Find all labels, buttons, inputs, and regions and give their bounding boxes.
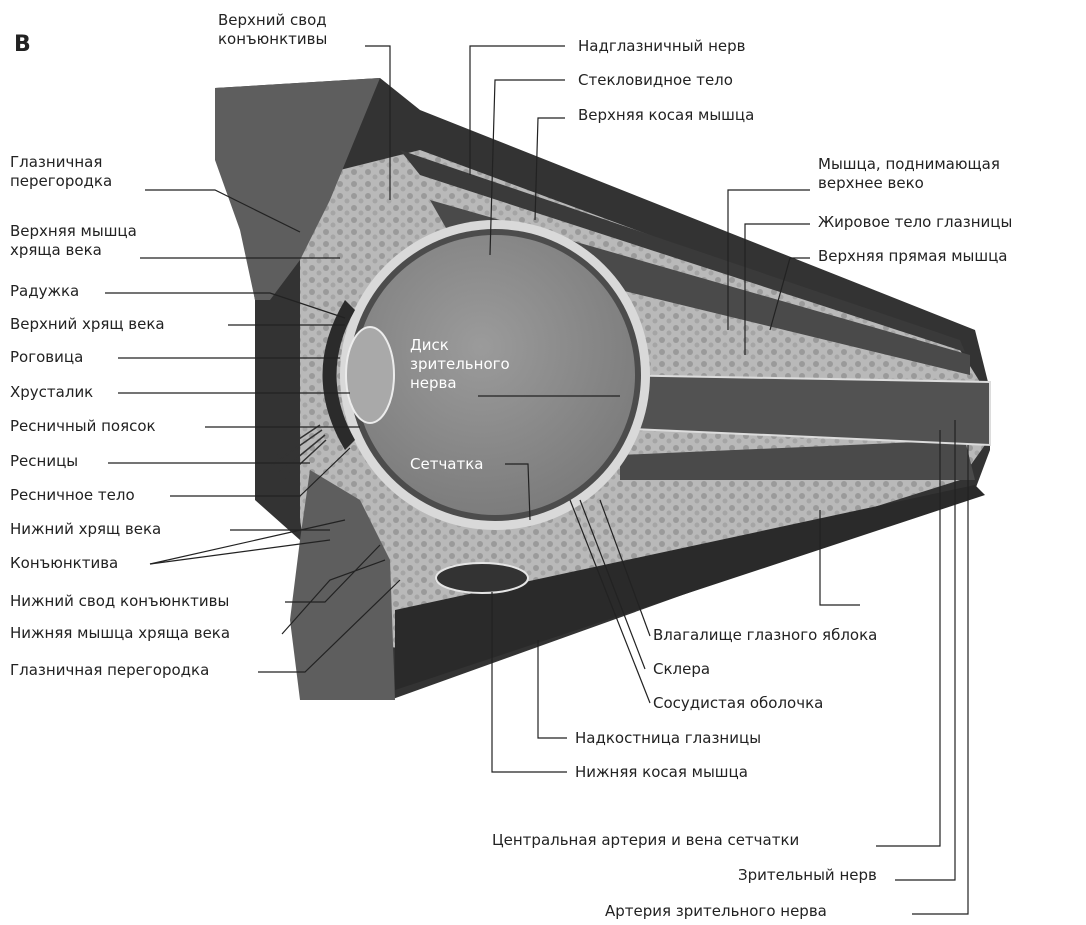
label-superior-rectus: Верхняя прямая мышца bbox=[818, 247, 1007, 266]
label-levator: Мышца, поднимающая верхнее веко bbox=[818, 155, 1000, 193]
label-cornea: Роговица bbox=[10, 348, 83, 367]
label-iris: Радужка bbox=[10, 282, 79, 301]
label-upper-tarsus: Верхний хрящ века bbox=[10, 315, 165, 334]
lens-shape bbox=[346, 327, 394, 423]
panel-letter: В bbox=[14, 32, 31, 57]
label-lens: Хрусталик bbox=[10, 383, 93, 402]
label-orbital-septum-lower: Глазничная перегородка bbox=[10, 661, 209, 680]
label-orbital-septum-upper: Глазничная перегородка bbox=[10, 153, 112, 191]
label-inferior-tarsal-muscle: Нижняя мышца хряща века bbox=[10, 624, 230, 643]
label-retina: Сетчатка bbox=[410, 455, 483, 474]
label-vitreous-body: Стекловидное тело bbox=[578, 71, 733, 90]
inferior-oblique-shape bbox=[436, 563, 528, 593]
label-tenon-capsule: Влагалище глазного яблока bbox=[653, 626, 877, 645]
label-optic-nerve: Зрительный нерв bbox=[738, 866, 877, 885]
label-supraorbital-nerve: Надглазничный нерв bbox=[578, 37, 745, 56]
label-inferior-oblique: Нижняя косая мышца bbox=[575, 763, 748, 782]
label-inferior-rectus: Нижняя прямая мышца bbox=[845, 543, 907, 600]
label-periorbita: Надкостница глазницы bbox=[575, 729, 761, 748]
label-eyelashes: Ресницы bbox=[10, 452, 78, 471]
label-lower-fornix: Нижний свод конъюнктивы bbox=[10, 592, 229, 611]
label-central-artery: Центральная артерия и вена сетчатки bbox=[492, 831, 799, 850]
label-sclera: Склера bbox=[653, 660, 710, 679]
label-superior-oblique: Верхняя косая мышца bbox=[578, 106, 754, 125]
label-conjunctiva: Конъюнктива bbox=[10, 554, 118, 573]
label-optic-nerve-artery: Артерия зрительного нерва bbox=[605, 902, 827, 921]
label-upper-fornix: Верхний свод конъюнктивы bbox=[218, 11, 327, 49]
label-ciliary-body: Ресничное тело bbox=[10, 486, 135, 505]
label-lower-tarsus: Нижний хрящ века bbox=[10, 520, 161, 539]
label-optic-disc: Диск зрительного нерва bbox=[410, 336, 510, 393]
label-choroid: Сосудистая оболочка bbox=[653, 694, 823, 713]
label-superior-tarsal-muscle: Верхняя мышца хряща века bbox=[10, 222, 137, 260]
label-orbital-fat: Жировое тело глазницы bbox=[818, 213, 1012, 232]
label-zonule: Ресничный поясок bbox=[10, 417, 156, 436]
